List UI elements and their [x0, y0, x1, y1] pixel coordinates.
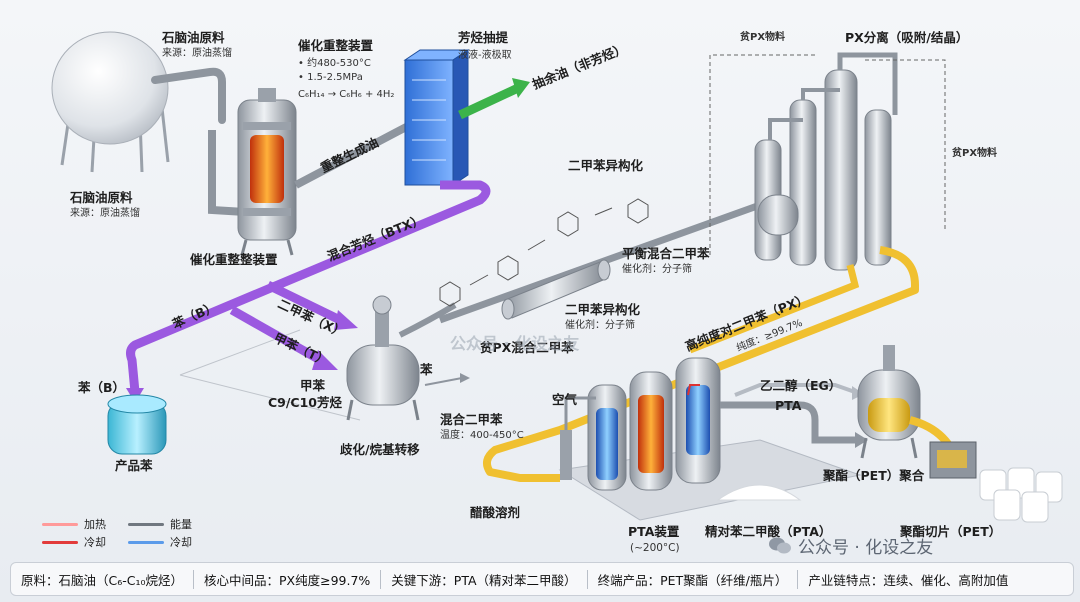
pta-reactors: [560, 357, 721, 491]
footer-feature: 产业链特点：连续、催化、高附加值: [797, 569, 1018, 589]
pta-product-label: 精对苯二甲酸（PTA）: [705, 524, 832, 539]
lean-px-dashed-right: [865, 59, 946, 230]
reformer-unit-label: 催化重整整装置: [190, 252, 278, 267]
reformer-pressure: • 1.5-2.5MPa: [298, 72, 363, 83]
mixed-xylene-temp: 温度：400-450°C: [440, 430, 524, 441]
btx-pipe: [126, 180, 491, 393]
isomerization-catalyst: 催化剂：分子筛: [565, 320, 635, 331]
molecule-structures: [439, 198, 649, 307]
eg-feed-pipe: [734, 383, 856, 397]
footer-intermediate: 核心中间品：PX纯度≥99.7%: [193, 569, 380, 589]
naphtha-tank-title: 石脑油原料: [70, 190, 133, 205]
wechat-icon: [769, 537, 791, 553]
legend-energy-swatch: [128, 522, 164, 526]
legend-heating-swatch: [42, 522, 78, 526]
equilibrium-xylene: 平衡混合二甲苯: [622, 246, 710, 261]
transalkylation-reactor: [346, 295, 457, 421]
pta-arrowhead: [855, 432, 868, 448]
pta-temp-label: (~200°C): [630, 542, 680, 554]
legend-cooling-blue-swatch: [128, 540, 164, 544]
legend: 加热 能量 冷却 冷却: [42, 516, 212, 552]
naphtha-title: 石脑油原料: [162, 30, 225, 45]
benzene-return-arrow: [424, 377, 463, 386]
px-pipe-2: [688, 264, 860, 354]
c9c10-label: C9/C10芳烃: [268, 395, 343, 410]
legend-energy-text: 能量: [170, 518, 192, 531]
benzene-tank-label: 苯（B）: [78, 380, 126, 395]
mixed-xylene-label: 混合二甲苯: [440, 412, 503, 427]
benzene-product-tank: [107, 394, 167, 455]
reformer-reactor: [237, 88, 297, 256]
legend-heating: 加热: [42, 516, 106, 532]
pta-unit-label: PTA装置: [628, 524, 680, 539]
naphtha-feed-pipe: [151, 67, 226, 124]
center-watermark: 公众号 · 化设之友: [450, 334, 580, 353]
px-separation-label: PX分离（吸附/结晶）: [845, 30, 969, 45]
legend-energy: 能量: [128, 516, 192, 532]
polymerization-label: 聚酯（PET）聚合: [823, 468, 925, 483]
xylene-branch-pipe: [266, 280, 342, 325]
pelletizer: [929, 441, 977, 479]
aromatics-title: 芳烃抽提: [458, 30, 509, 45]
toluene-branch-pipe: [229, 306, 323, 364]
isomerization-reactor: [501, 259, 611, 320]
benzene-return-arrowhead: [460, 373, 470, 383]
naphtha-tank-source: 来源：原油蒸馏: [70, 208, 140, 219]
lean-px-mix-label: 贫PX混合二甲苯: [480, 340, 574, 355]
pet-chip-bags: [979, 467, 1063, 523]
reformer-reaction: C₆H₁₄ → C₆H₆ + 4H₂: [298, 89, 395, 100]
naphtha-source: 来源：原油蒸馏: [162, 48, 232, 59]
pta-arrow-label: PTA: [775, 398, 802, 413]
benzene-product-label: 产品苯: [115, 458, 153, 473]
raffinate-arrow: [458, 83, 520, 120]
naphtha-sphere-tank: [51, 31, 170, 173]
pta-powder: [716, 484, 802, 501]
px-separation-plant: [754, 52, 898, 271]
reformate-pipe: [294, 121, 412, 189]
brand-text: 公众号 · 化设之友: [798, 538, 934, 558]
isomerization-unit-label: 二甲苯异构化: [565, 302, 641, 317]
toluene-label: 甲苯: [300, 378, 326, 393]
acetic-acid-label: 醋酸溶剂: [470, 505, 521, 520]
aromatics-extractor: [403, 49, 470, 186]
lean-px-dashed-top: [709, 54, 815, 255]
legend-cooling-blue-text: 冷却: [170, 536, 192, 549]
lean-px-right-label: 贫PX物料: [952, 148, 998, 159]
reformer-title: 催化重整装置: [298, 38, 374, 53]
footer-downstream: 关键下游：PTA（精对苯二甲酸）: [380, 569, 586, 589]
eg-pipe: [720, 401, 855, 444]
naphtha-return-pipe: [208, 130, 246, 216]
legend-cooling-red-swatch: [42, 540, 78, 544]
polymerization-reactor: [857, 345, 921, 459]
xylene-arrowhead: [334, 310, 358, 330]
aromatics-method: 液液-液极取: [458, 50, 512, 61]
footer-terminal: 终端产品：PET聚酯（纤维/瓶片）: [586, 569, 798, 589]
isomerization-title: 二甲苯异构化: [568, 158, 644, 173]
summary-footer: 原料：石脑油（C₆-C₁₀烷烃） 核心中间品：PX纯度≥99.7% 关键下游：P…: [10, 562, 1074, 596]
transalkylation-label: 歧化/烷基转移: [340, 442, 420, 457]
benzene-out-label: 苯: [420, 362, 433, 377]
legend-cooling-blue: 冷却: [128, 534, 192, 550]
legend-cooling-red: 冷却: [42, 534, 106, 550]
reformer-temp: • 约480-530°C: [298, 58, 371, 69]
toluene-arrowhead: [312, 350, 338, 370]
legend-heating-text: 加热: [84, 518, 106, 531]
pet-chips-label: 聚酯切片（PET）: [900, 524, 1002, 539]
lean-px-top-label: 贫PX物料: [740, 32, 786, 43]
eg-label: 乙二醇（EG）: [760, 378, 842, 393]
equilibrium-catalyst: 催化剂：分子筛: [622, 264, 692, 275]
brand-watermark: 公众号 · 化设之友: [768, 533, 933, 558]
footer-feed: 原料：石脑油（C₆-C₁₀烷烃）: [21, 572, 183, 588]
air-label: 空气: [552, 392, 578, 407]
legend-cooling-red-text: 冷却: [84, 536, 106, 549]
raffinate-arrowhead: [512, 78, 530, 98]
